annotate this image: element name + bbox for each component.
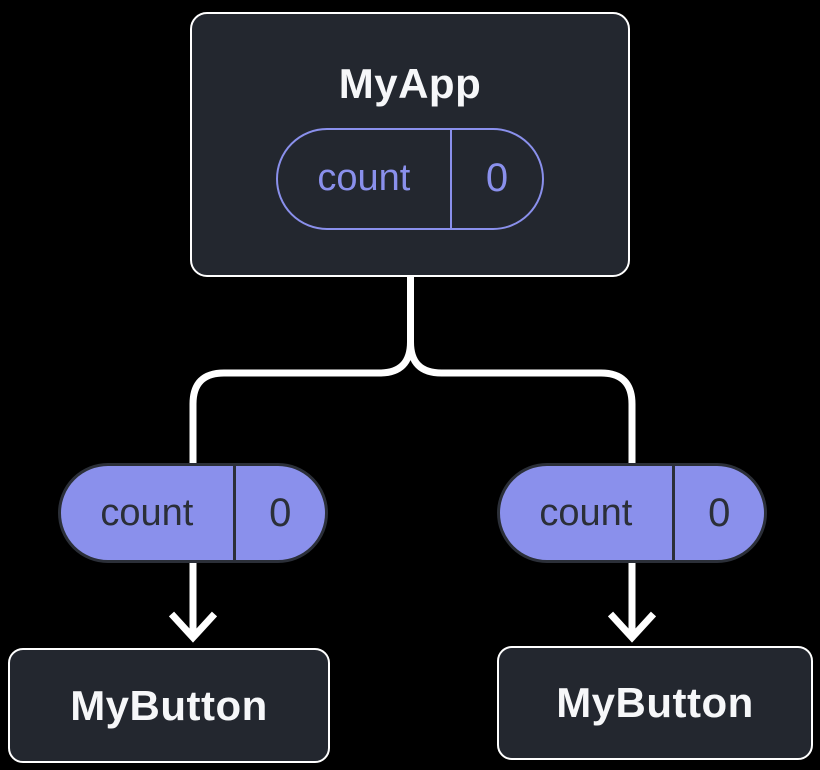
pill-divider — [671, 466, 675, 560]
root-to-left-child-connector — [189, 276, 414, 465]
prop-pill-right-value: 0 — [708, 490, 731, 535]
state-pill-root: count 0 — [276, 127, 544, 230]
node-mybutton-left: MyButton — [8, 648, 330, 763]
left-arrow-head-icon — [168, 611, 218, 643]
right-arrow-head-icon — [607, 611, 657, 643]
node-mybutton-left-title: MyButton — [70, 681, 268, 729]
prop-pill-right-key: count — [539, 491, 633, 534]
pill-divider — [232, 466, 236, 560]
prop-pill-left-value: 0 — [269, 490, 292, 535]
node-myapp-title: MyApp — [338, 59, 482, 107]
root-to-right-child-connector — [407, 276, 636, 465]
node-myapp: MyApp count 0 — [190, 12, 630, 277]
state-pill-root-value: 0 — [485, 156, 509, 200]
node-mybutton-right-title: MyButton — [556, 679, 754, 726]
prop-pill-left: count 0 — [58, 463, 328, 563]
node-mybutton-right: MyButton — [497, 646, 813, 760]
state-pill-root-key: count — [317, 157, 411, 199]
prop-pill-right: count 0 — [497, 463, 767, 563]
pill-divider — [449, 129, 453, 228]
prop-pill-left-key: count — [100, 491, 194, 534]
